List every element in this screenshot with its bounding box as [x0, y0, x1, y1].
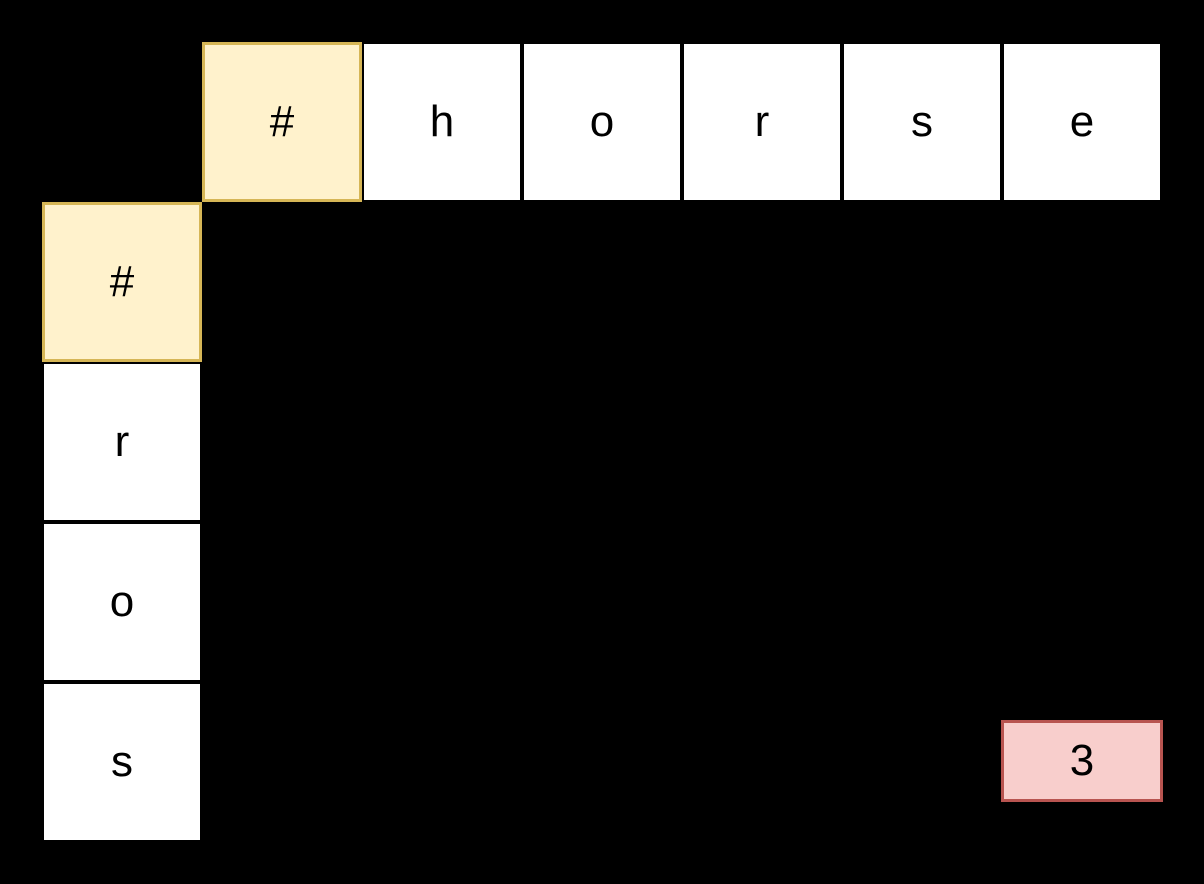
- col-header-s: s: [842, 42, 1002, 202]
- col-header-hash: #: [202, 42, 362, 202]
- col-header-e: e: [1002, 42, 1162, 202]
- col-header-r: r: [682, 42, 842, 202]
- row-header-o: o: [42, 522, 202, 682]
- col-header-o: o: [522, 42, 682, 202]
- row-header-s: s: [42, 682, 202, 842]
- row-header-hash: #: [42, 202, 202, 362]
- col-header-h: h: [362, 42, 522, 202]
- row-header-r: r: [42, 362, 202, 522]
- result-cell: 3: [1001, 720, 1163, 802]
